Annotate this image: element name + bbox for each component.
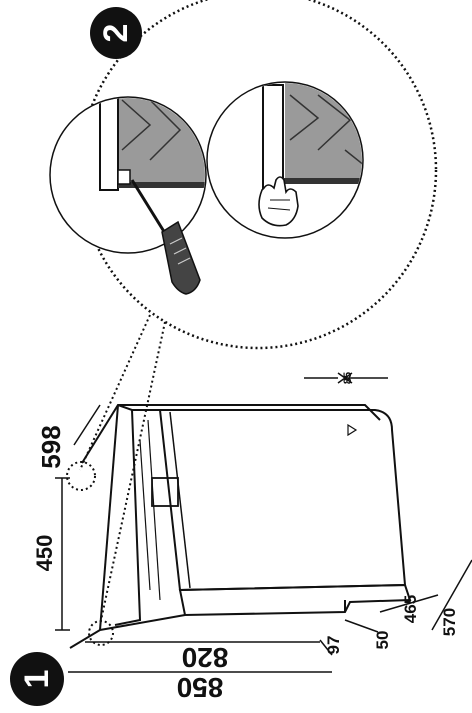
- warning-triangle-icon: [347, 423, 358, 437]
- dimension-50: 50: [373, 631, 392, 650]
- corner-detail-marker-bottom: [88, 620, 114, 646]
- detail-connector-line: [79, 314, 151, 471]
- step-2-number: 2: [97, 24, 135, 43]
- dimension-450: 450: [32, 535, 57, 572]
- appliance-drawing: [69, 404, 412, 649]
- detail-screwdriver-view: [49, 96, 207, 295]
- dimension-97: 97: [324, 636, 343, 655]
- dimension-598: 598: [36, 425, 66, 468]
- step-1-badge: 1: [10, 652, 64, 706]
- corner-detail-marker-top: [66, 461, 96, 491]
- hand-icon: [258, 176, 299, 227]
- detail-magnifier: [49, 0, 438, 626]
- step-2-badge: 2: [90, 7, 142, 59]
- step-1-number: 1: [18, 670, 56, 689]
- dimension-465: 465: [401, 595, 420, 623]
- dimension-850: 850: [177, 672, 224, 703]
- screwdriver-icon: [130, 179, 201, 295]
- dimension-85: 85: [342, 372, 354, 384]
- detail-connector-line: [99, 321, 166, 626]
- dimension-820: 820: [182, 642, 229, 673]
- dimension-lines: [55, 372, 472, 673]
- dimension-570: 570: [440, 608, 459, 636]
